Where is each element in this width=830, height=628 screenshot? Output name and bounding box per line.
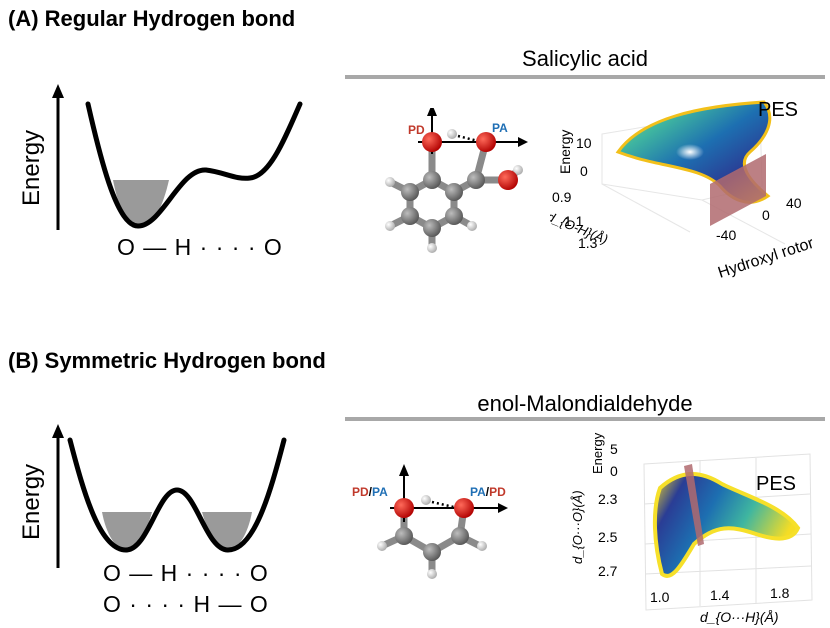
section-a-bond-diagram: O — H · · · · O <box>117 234 283 260</box>
section-a-energy-label: Energy <box>18 129 45 206</box>
section-a-well-fill <box>113 180 169 226</box>
section-b-pes-title: PES <box>756 473 796 495</box>
section-a-pes-z-label: Energy <box>557 130 573 174</box>
section-b-pes-z-label: Energy <box>590 432 605 474</box>
section-b-pes-y-tick: 2.5 <box>598 529 618 545</box>
section-b-left-slash: / <box>369 485 373 499</box>
section-b-bond-diagram-2: O · · · · H — O <box>103 591 269 617</box>
section-a-pes-plane <box>710 154 766 226</box>
section-a-heading: (A) Regular Hydrogen bond <box>8 6 296 31</box>
section-a-pes-x-tick: 0 <box>762 207 770 223</box>
section-a-well-curve <box>85 101 303 229</box>
section-b-left-pa-label: PA <box>372 485 388 499</box>
section-b-pes-x-label: d_{O···H}(Å) <box>700 609 779 625</box>
section-a-pes-z-tick: 10 <box>576 135 592 151</box>
section-b-pes-x-tick: 1.0 <box>650 589 670 605</box>
section-b-pes-z-tick: 0 <box>610 463 618 479</box>
section-b-molecule-name: enol-Malondialdehyde <box>477 391 693 416</box>
section-a-pd-label: PD <box>408 123 425 137</box>
section-a-pes-z-tick: 0 <box>580 163 588 179</box>
section-b-pes-z-tick: 5 <box>610 441 618 457</box>
section-b-bond-diagram-1: O — H · · · · O <box>103 560 269 586</box>
section-a-molecule: PD PA <box>385 108 528 253</box>
section-a-pes-x-tick: -40 <box>716 227 736 243</box>
section-b-energy-arrow <box>52 424 64 568</box>
section-b-divider <box>345 417 825 421</box>
section-b-left-label: PD/PA <box>352 485 388 499</box>
section-a-pes-y-tick: 0.9 <box>552 189 572 205</box>
section-b-pes-y-tick: 2.7 <box>598 563 618 579</box>
section-b-pes-y-label: d_{O···O}(Å) <box>570 490 585 564</box>
section-a-pes-x-tick: 40 <box>786 195 802 211</box>
section-a-potential-well <box>85 101 303 229</box>
section-b-pes-plane <box>684 464 704 546</box>
section-b-pes-y-tick: 2.3 <box>598 491 618 507</box>
section-a-pes-title: PES <box>758 99 798 121</box>
section-b-pes-x-tick: 1.4 <box>710 587 730 603</box>
section-b-pes-x-tick: 1.8 <box>770 585 790 601</box>
section-a-divider <box>345 75 825 79</box>
section-b-pes-plot: PES Energy 5 0 2.3 2.5 2.7 d_{O···O}(Å) … <box>570 432 813 625</box>
section-b-right-pd-label: PD <box>489 485 506 499</box>
section-b-molecule: PD/PA PA/PD <box>352 464 508 579</box>
section-a-pes-plot: PES Energy 10 0 0.9 1.1 1.3 d_{O-H}(Å) -… <box>550 99 817 282</box>
section-a-pes-y-tick: 1.3 <box>578 235 598 251</box>
section-b-energy-label: Energy <box>18 463 45 540</box>
section-b-potential-well <box>67 437 287 553</box>
section-a-pes-y-tick: 1.1 <box>564 213 584 229</box>
section-a-energy-arrow <box>52 84 64 230</box>
section-b-right-pa-label: PA <box>470 485 486 499</box>
section-b-left-pd-label: PD <box>352 485 369 499</box>
section-b-right-slash: / <box>486 485 490 499</box>
section-b-heading: (B) Symmetric Hydrogen bond <box>8 348 326 373</box>
section-b-well-curve <box>67 437 287 553</box>
section-a-pa-label: PA <box>492 121 508 135</box>
section-b-right-label: PA/PD <box>470 485 506 499</box>
section-a-molecule-name: Salicylic acid <box>522 46 648 71</box>
